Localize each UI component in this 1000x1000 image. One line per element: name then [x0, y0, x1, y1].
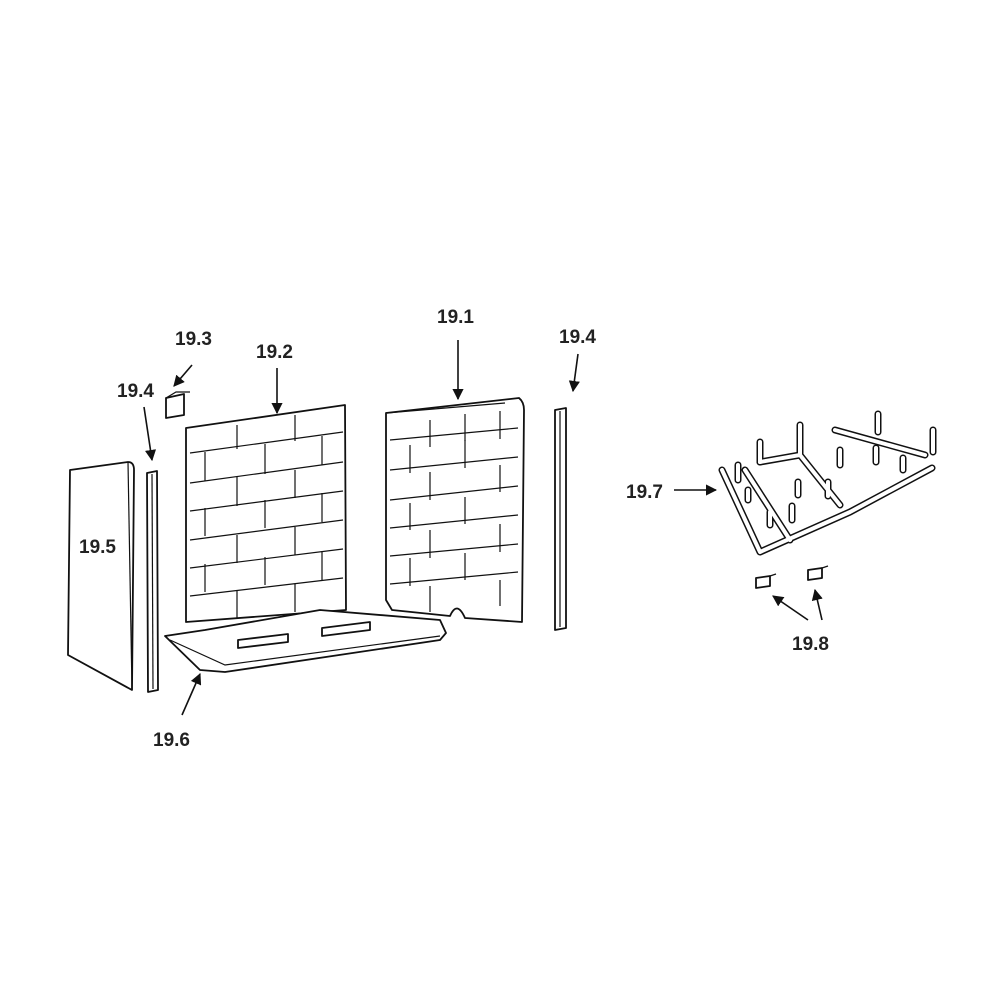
- part-19-4-left-strip: [146, 470, 159, 693]
- part-19-6-base: [164, 609, 447, 673]
- callout-arrows: [143, 340, 823, 716]
- part-19-7-grate: [718, 410, 937, 556]
- part-19-3-clip: [165, 391, 190, 419]
- label-19-1: 19.1: [437, 307, 474, 328]
- part-19-1-side-brick-panel: [385, 397, 525, 623]
- part-19-5-side-panel: [67, 461, 135, 691]
- part-19-2-back-brick-panel: [185, 404, 347, 623]
- label-19-6: 19.6: [153, 730, 190, 751]
- label-19-4-left: 19.4: [117, 381, 154, 402]
- label-19-8: 19.8: [792, 634, 829, 655]
- part-19-4-right-strip: [554, 407, 567, 631]
- label-19-2: 19.2: [256, 342, 293, 363]
- label-19-4-right: 19.4: [559, 327, 596, 348]
- label-19-3: 19.3: [175, 329, 212, 350]
- label-19-7: 19.7: [626, 482, 663, 503]
- label-19-5: 19.5: [79, 537, 116, 558]
- part-19-8-clips: [755, 565, 829, 589]
